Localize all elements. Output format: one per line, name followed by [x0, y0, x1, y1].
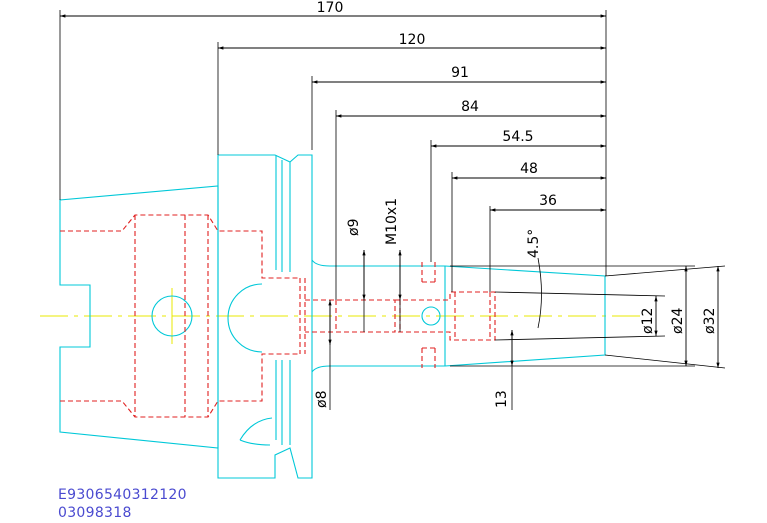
dim-54-5: 54.5: [502, 129, 533, 145]
tool-outline: [59, 154, 606, 479]
dim-120: 120: [399, 32, 426, 48]
dim-170: 170: [317, 0, 344, 16]
hidden-lines: [60, 214, 496, 418]
centerline: [40, 288, 640, 344]
dim-84: 84: [461, 99, 479, 115]
dim-angle: 4.5°: [526, 229, 542, 258]
extension-lines: [59, 10, 726, 369]
part-code-1: E9306540312120: [58, 487, 187, 503]
dim-36: 36: [539, 193, 557, 209]
dim-48: 48: [520, 161, 538, 177]
dim-13: 13: [494, 390, 510, 408]
dim-thread: M10x1: [384, 198, 400, 245]
dim-dia9: ø9: [346, 219, 362, 236]
dim-dia8: ø8: [314, 391, 330, 408]
dim-dia12: ø12: [640, 308, 656, 334]
leader-lines: [329, 250, 542, 410]
dim-dia32: ø32: [702, 308, 718, 334]
dim-dia24: ø24: [670, 308, 686, 334]
part-code-2: 03098318: [58, 505, 132, 521]
dim-91: 91: [451, 65, 469, 81]
dimension-lines: [59, 14, 720, 368]
